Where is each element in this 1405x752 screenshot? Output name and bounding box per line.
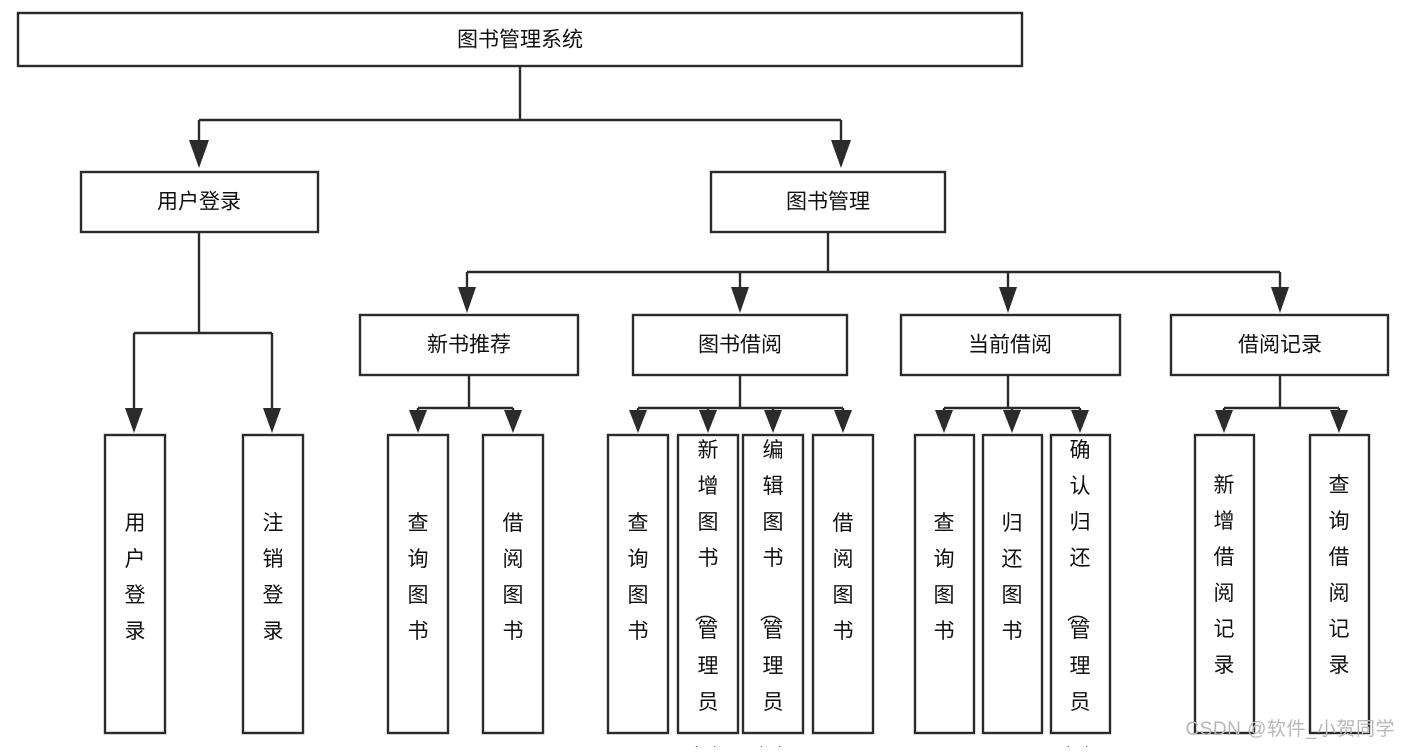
arrow-head-leaf-query-book-1 [409, 410, 427, 433]
arrow-head-borrow-record [1271, 287, 1289, 313]
node-leaf-query-book-3[interactable]: 查询图书 [913, 433, 976, 735]
node-leaf-add-book-box[interactable] [676, 433, 740, 735]
node-leaf-return-book-box[interactable] [981, 433, 1044, 735]
connector-layer [125, 66, 1348, 433]
node-leaf-user-logout-box[interactable] [241, 433, 305, 735]
node-book-management-label: 图书管理 [786, 191, 870, 214]
arrow-head-leaf-user-logout [263, 408, 281, 433]
node-leaf-borrow-book-2-box[interactable] [811, 433, 875, 735]
arrow-head-leaf-borrow-book-1 [504, 410, 522, 433]
node-borrow-record-label: 借阅记录 [1238, 334, 1322, 357]
node-leaf-query-record[interactable]: 查询借阅记录 [1308, 433, 1371, 735]
node-new-book-recommend[interactable]: 新书推荐 [358, 313, 580, 377]
node-leaf-confirm-return[interactable]: 确认归还（管理员） [1049, 433, 1112, 752]
node-leaf-user-login[interactable]: 用户登录 [103, 433, 167, 735]
node-leaf-add-book[interactable]: 新增图书（管理员） [676, 433, 740, 752]
arrow-head-user-login [189, 140, 209, 168]
arrow-head-leaf-confirm-return [1071, 410, 1089, 433]
node-leaf-borrow-book-2-label: 借阅图书 [833, 512, 854, 643]
arrow-head-new-book-recommend [458, 287, 476, 313]
arrow-head-book-management [831, 140, 851, 168]
node-leaf-query-book-3-label: 查询图书 [934, 512, 955, 643]
node-leaf-borrow-book-1-label: 借阅图书 [503, 512, 524, 643]
node-leaf-query-record-label: 查询借阅记录 [1329, 474, 1350, 677]
node-leaf-return-book[interactable]: 归还图书 [981, 433, 1044, 735]
node-leaf-borrow-book-1-box[interactable] [481, 433, 545, 735]
node-book-borrow[interactable]: 图书借阅 [631, 313, 849, 377]
node-leaf-confirm-return-box[interactable] [1049, 433, 1112, 735]
node-user-login-label: 用户登录 [157, 191, 241, 214]
arrow-head-leaf-query-book-2 [629, 410, 647, 433]
node-leaf-query-record-box[interactable] [1308, 433, 1371, 735]
node-book-management[interactable]: 图书管理 [709, 170, 947, 234]
node-leaf-user-logout-label: 注销登录 [263, 512, 284, 643]
arrow-head-leaf-query-book-3 [935, 410, 953, 433]
node-leaf-query-book-2[interactable]: 查询图书 [606, 433, 670, 735]
node-root-box[interactable] [16, 11, 1024, 68]
node-leaf-user-login-label: 用户登录 [125, 512, 146, 643]
node-user-login-box[interactable] [79, 170, 320, 234]
node-leaf-edit-book[interactable]: 编辑图书（管理员） [741, 433, 805, 752]
node-current-borrow-box[interactable] [899, 313, 1122, 377]
leaf-layer: 用户登录 注销登录 查询图书 借阅图书 查询图书 新增图书（管理员） [103, 433, 1371, 752]
node-book-borrow-box[interactable] [631, 313, 849, 377]
node-new-book-recommend-box[interactable] [358, 313, 580, 377]
node-current-borrow[interactable]: 当前借阅 [899, 313, 1122, 377]
node-leaf-borrow-book-2[interactable]: 借阅图书 [811, 433, 875, 735]
arrow-head-book-borrow [731, 287, 749, 313]
node-leaf-user-logout[interactable]: 注销登录 [241, 433, 305, 735]
node-root[interactable]: 图书管理系统 [16, 11, 1024, 68]
node-leaf-user-login-box[interactable] [103, 433, 167, 735]
node-leaf-borrow-book-1[interactable]: 借阅图书 [481, 433, 545, 735]
node-book-borrow-label: 图书借阅 [698, 334, 782, 357]
node-leaf-return-book-label: 归还图书 [1002, 512, 1023, 643]
node-leaf-query-book-1[interactable]: 查询图书 [386, 433, 450, 735]
node-leaf-add-book-label: 新增图书（管理员） [693, 439, 719, 747]
arrow-head-leaf-user-login [125, 408, 143, 433]
arrow-head-leaf-add-record [1215, 410, 1233, 433]
node-leaf-edit-book-label: 编辑图书（管理员） [758, 439, 784, 747]
arrow-head-leaf-return-book [1003, 410, 1021, 433]
node-leaf-query-book-1-box[interactable] [386, 433, 450, 735]
arrow-head-leaf-edit-book [764, 410, 782, 433]
arrow-head-leaf-borrow-book-2 [834, 410, 852, 433]
node-new-book-recommend-label: 新书推荐 [427, 334, 511, 357]
node-leaf-query-book-2-label: 查询图书 [628, 512, 649, 643]
arrow-head-leaf-query-record [1330, 410, 1348, 433]
node-current-borrow-label: 当前借阅 [968, 334, 1052, 357]
node-root-label: 图书管理系统 [457, 29, 583, 52]
node-borrow-record-box[interactable] [1169, 313, 1390, 377]
csdn-watermark: CSDN @软件_小贺同学 [1185, 719, 1395, 740]
arrow-head-current-borrow [999, 287, 1017, 313]
node-leaf-add-record-label: 新增借阅记录 [1214, 474, 1235, 677]
node-leaf-query-book-3-box[interactable] [913, 433, 976, 735]
node-book-management-box[interactable] [709, 170, 947, 234]
node-borrow-record[interactable]: 借阅记录 [1169, 313, 1390, 377]
arrow-head-leaf-add-book [699, 410, 717, 433]
node-leaf-add-record-box[interactable] [1193, 433, 1256, 735]
node-leaf-query-book-2-box[interactable] [606, 433, 670, 735]
node-user-login[interactable]: 用户登录 [79, 170, 320, 234]
node-leaf-query-book-1-label: 查询图书 [408, 512, 429, 643]
node-leaf-add-record[interactable]: 新增借阅记录 [1193, 433, 1256, 735]
node-leaf-edit-book-box[interactable] [741, 433, 805, 735]
